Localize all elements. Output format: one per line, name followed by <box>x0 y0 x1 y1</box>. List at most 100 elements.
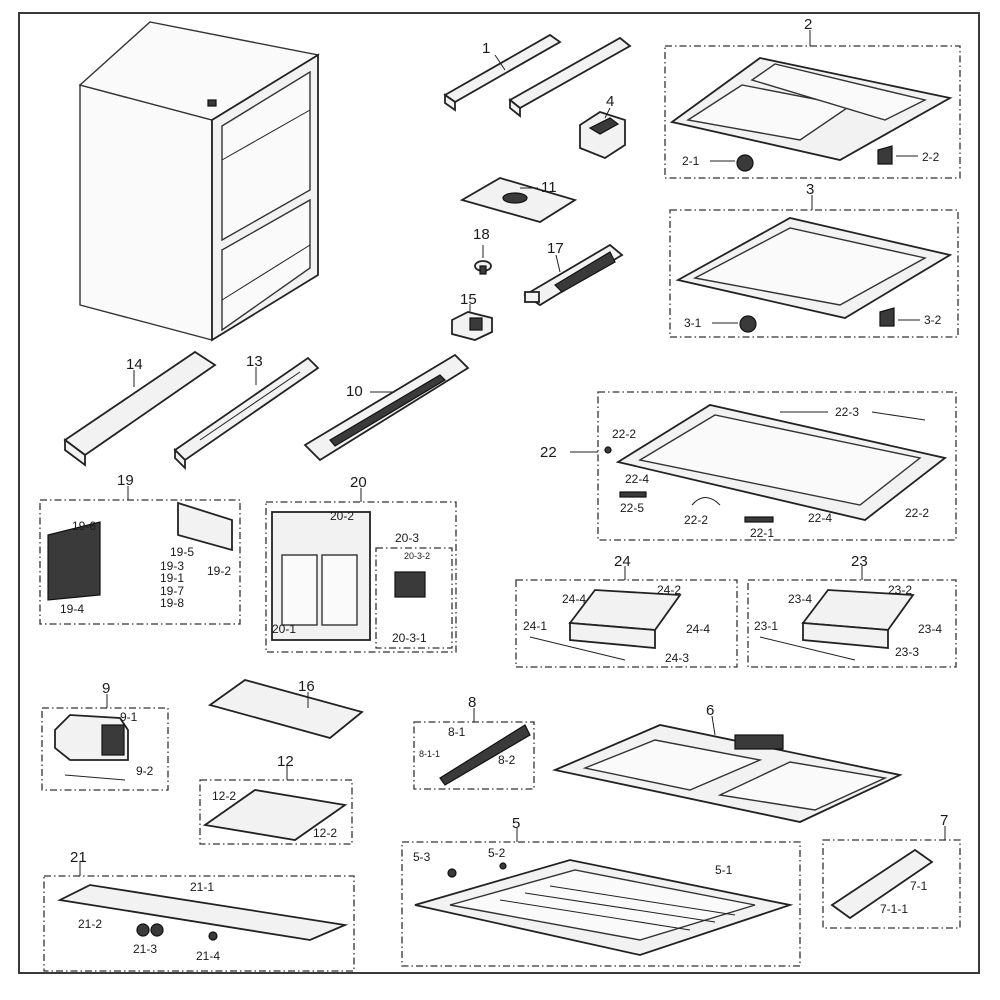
part-11-cover <box>459 177 578 223</box>
callout-21: 21 <box>70 849 87 866</box>
callout-22-1: 22-1 <box>750 526 774 540</box>
callout-20-2: 20-2 <box>330 509 354 523</box>
callout-21-2: 21-2 <box>78 917 102 931</box>
part-7-handle <box>830 848 934 920</box>
part-22-2-wire <box>691 497 721 506</box>
callout-9-1: 9-1 <box>120 710 138 724</box>
callout-6: 6 <box>706 702 714 719</box>
part-8-1-handle <box>439 724 531 786</box>
callout-19-5: 19-5 <box>170 545 194 559</box>
part-21-3-cap-a <box>136 923 150 937</box>
part-3-shelf <box>675 217 953 319</box>
callout-19-4: 19-4 <box>60 602 84 616</box>
part-24-drawer <box>568 589 682 649</box>
callout-3-1: 3-1 <box>684 316 702 330</box>
part-23-drawer <box>801 589 915 649</box>
part-9-2-wire <box>64 774 126 781</box>
callout-21-4: 21-4 <box>196 949 220 963</box>
group-box-20-3 <box>375 547 453 649</box>
callout-24-4a: 24-4 <box>562 592 586 606</box>
part-22-2-screw-a <box>604 446 612 454</box>
callout-13: 13 <box>246 353 263 370</box>
group-box-3 <box>669 209 959 338</box>
part-2-shelf <box>669 57 953 161</box>
callout-11: 11 <box>541 179 557 196</box>
callout-24-3: 24-3 <box>665 651 689 665</box>
callout-12: 12 <box>277 753 294 770</box>
callout-20-1: 20-1 <box>272 622 296 636</box>
callout-19-3: 19-3 <box>160 559 184 573</box>
part-5-2-screw <box>499 862 507 870</box>
callout-9-2: 9-2 <box>136 764 154 778</box>
refrigerator-cabinet <box>78 21 320 342</box>
part-22-5-strip <box>619 491 647 498</box>
part-16-cover <box>207 679 364 739</box>
callout-7-1: 7-1 <box>910 879 928 893</box>
callout-5: 5 <box>512 815 520 832</box>
callout-24-2: 24-2 <box>657 583 681 597</box>
part-9-1-module <box>54 714 129 761</box>
group-box-12 <box>199 779 353 845</box>
callout-2-2: 2-2 <box>922 150 940 164</box>
callout-22-4b: 22-4 <box>808 511 832 525</box>
callout-12-2b: 12-2 <box>313 826 337 840</box>
callout-7-1-1: 7-1-1 <box>880 902 908 916</box>
callout-21-1: 21-1 <box>190 880 214 894</box>
group-box-5 <box>401 841 801 967</box>
callout-4: 4 <box>606 93 614 110</box>
callout-22-2b: 22-2 <box>684 513 708 527</box>
callout-8-1: 8-1 <box>448 725 466 739</box>
callout-22-4a: 22-4 <box>625 472 649 486</box>
part-10-rail <box>303 353 470 462</box>
part-2-1-wheel <box>736 154 754 172</box>
callout-8: 8 <box>468 694 476 711</box>
callout-19-7: 19-7 <box>160 584 184 598</box>
part-6-panel <box>552 724 903 823</box>
part-21-1-strip <box>57 884 349 941</box>
callout-24-4b: 24-4 <box>686 622 710 636</box>
part-3-2-clip <box>879 307 895 327</box>
callout-12-2a: 12-2 <box>212 789 236 803</box>
part-20-door-panel <box>271 511 371 641</box>
callout-19-8: 19-8 <box>160 596 184 610</box>
part-18-cap <box>474 260 492 275</box>
callout-20: 20 <box>350 474 367 491</box>
part-2-2-clip <box>877 145 893 165</box>
callout-22: 22 <box>540 444 557 461</box>
part-13-rail <box>173 356 320 471</box>
callout-23-4a: 23-4 <box>788 592 812 606</box>
group-box-9 <box>41 707 169 791</box>
callout-20-3: 20-3 <box>395 531 419 545</box>
callout-3: 3 <box>806 181 814 198</box>
part-20-3-2-unit <box>394 571 426 598</box>
part-19-2-plate <box>177 501 233 552</box>
callout-8-2: 8-2 <box>498 753 516 767</box>
callout-17: 17 <box>547 240 564 257</box>
callout-19-2: 19-2 <box>207 564 231 578</box>
part-21-3-cap-b <box>150 923 164 937</box>
part-22-1-strip <box>744 516 774 523</box>
callout-14: 14 <box>126 356 143 373</box>
part-21-4-screw <box>208 931 218 941</box>
callout-5-3: 5-3 <box>413 850 431 864</box>
callout-24-1: 24-1 <box>523 619 547 633</box>
part-22-panel <box>615 404 948 521</box>
part-12-plate <box>202 789 348 841</box>
part-17-assembly <box>523 243 624 307</box>
group-box-7 <box>822 839 961 929</box>
diagram-frame <box>18 12 980 974</box>
callout-23-3: 23-3 <box>895 645 919 659</box>
callout-1: 1 <box>482 40 490 57</box>
part-4-component <box>579 111 626 160</box>
callout-22-2c: 22-2 <box>905 506 929 520</box>
part-1-rails <box>443 33 632 118</box>
callout-9: 9 <box>102 680 110 697</box>
callout-5-1: 5-1 <box>715 863 733 877</box>
part-14-rail <box>63 350 217 467</box>
callout-10: 10 <box>346 383 363 400</box>
callout-22-3: 22-3 <box>835 405 859 419</box>
callout-3-2: 3-2 <box>924 313 942 327</box>
callout-2-1: 2-1 <box>682 154 700 168</box>
group-box-22 <box>597 391 957 541</box>
group-box-23 <box>747 579 957 668</box>
